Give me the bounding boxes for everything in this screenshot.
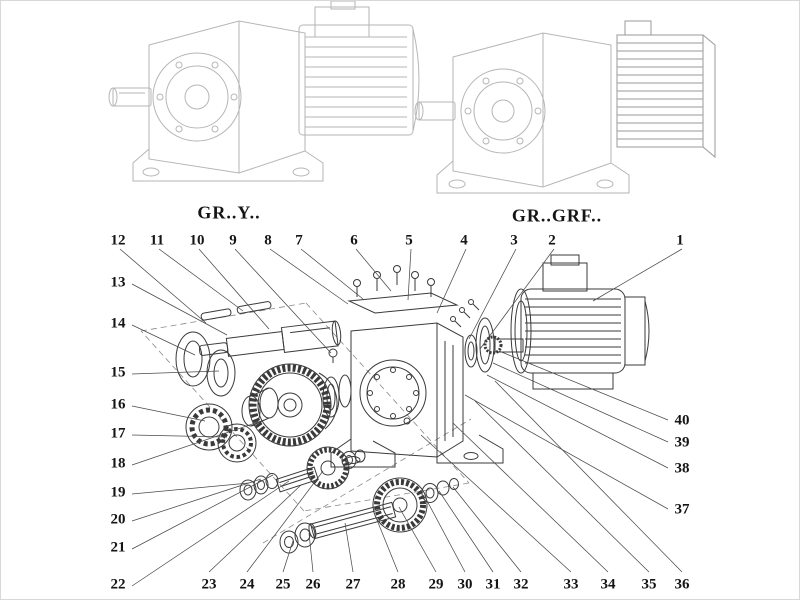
callout-number-23: 23: [201, 576, 217, 593]
leader-line-9: [234, 248, 332, 354]
leader-line-20: [131, 478, 262, 522]
callout-number-32: 32: [513, 576, 529, 593]
callout-number-33: 33: [563, 576, 579, 593]
leader-line-25: [282, 540, 294, 573]
leader-line-10: [198, 248, 270, 330]
motor-flange-parts: [450, 299, 495, 373]
callout-number-18: 18: [110, 455, 126, 472]
callout-number-2: 2: [548, 232, 556, 249]
leader-line-22: [131, 480, 290, 587]
leader-line-19: [131, 482, 250, 495]
callout-number-9: 9: [229, 232, 237, 249]
callout-number-21: 21: [110, 539, 126, 556]
leader-line-6: [355, 248, 392, 292]
leader-line-8: [269, 248, 349, 305]
leader-line-32: [452, 486, 522, 573]
variant-label-left: GR..Y..: [197, 202, 261, 223]
leader-line-29: [398, 506, 437, 573]
callout-number-37: 37: [674, 501, 690, 518]
input-shaft-and-keys: [198, 301, 342, 357]
output-shaft-assembly: [279, 477, 459, 554]
leader-line-34: [452, 422, 609, 573]
leader-line-2: [479, 248, 555, 350]
leader-line-26: [308, 532, 314, 573]
callout-number-14: 14: [110, 315, 126, 332]
leader-lines: [119, 248, 683, 587]
leader-line-4: [436, 248, 467, 314]
callout-number-10: 10: [189, 232, 205, 249]
callout-number-11: 11: [149, 232, 165, 249]
callout-number-5: 5: [405, 232, 413, 249]
callout-number-24: 24: [239, 576, 255, 593]
callout-number-12: 12: [110, 232, 126, 249]
callout-number-6: 6: [350, 232, 358, 249]
callout-number-4: 4: [460, 232, 468, 249]
leader-line-27: [344, 522, 354, 573]
callout-number-26: 26: [305, 576, 321, 593]
variant-label-right: GR..GRF..: [511, 205, 603, 226]
leader-line-14: [131, 324, 196, 356]
leader-line-1: [592, 248, 683, 302]
callout-number-34: 34: [600, 576, 616, 593]
callout-number-7: 7: [295, 232, 303, 249]
callout-number-40: 40: [674, 412, 690, 429]
callout-number-20: 20: [110, 511, 126, 528]
leader-line-39: [492, 362, 669, 443]
leader-line-17: [131, 434, 228, 438]
leader-line-18: [131, 418, 268, 466]
callout-number-27: 27: [345, 576, 361, 593]
assembled-view-gr-grf: [414, 20, 716, 194]
intermediate-pinion-parts: [239, 446, 366, 501]
leader-line-38: [486, 374, 669, 469]
assembled-view-gr-y: [108, 1, 420, 182]
callout-number-36: 36: [674, 576, 690, 593]
callout-number-25: 25: [275, 576, 291, 593]
leader-line-33: [420, 434, 572, 573]
callout-number-38: 38: [674, 460, 690, 477]
leader-line-37: [464, 394, 669, 510]
leader-line-28: [374, 514, 399, 573]
leader-line-31: [438, 490, 494, 573]
bearings: [185, 387, 279, 463]
callout-number-8: 8: [264, 232, 272, 249]
callout-number-31: 31: [485, 576, 501, 593]
callout-number-19: 19: [110, 484, 126, 501]
leader-line-21: [131, 474, 274, 550]
leader-line-35: [474, 400, 650, 573]
leader-line-23: [208, 484, 302, 573]
main-gear-wheel: [248, 363, 352, 447]
leader-line-3: [468, 248, 517, 340]
callout-number-1: 1: [676, 232, 684, 249]
leader-line-13: [131, 283, 228, 336]
electric-motor: [483, 254, 650, 390]
callout-number-35: 35: [641, 576, 657, 593]
leader-line-16: [131, 405, 206, 422]
callout-number-17: 17: [110, 425, 126, 442]
leader-line-7: [300, 248, 364, 300]
leader-line-30: [424, 496, 466, 573]
leader-line-12: [119, 248, 207, 324]
callout-number-13: 13: [110, 274, 126, 291]
leader-line-40: [498, 350, 669, 421]
callout-number-28: 28: [390, 576, 406, 593]
leader-line-36: [494, 380, 683, 573]
leader-line-5: [407, 248, 412, 301]
callout-number-30: 30: [457, 576, 473, 593]
leader-line-15: [131, 370, 220, 375]
seal-and-washers: [175, 331, 236, 397]
gearbox-housing: [328, 265, 504, 468]
callout-number-16: 16: [110, 396, 126, 413]
finned-motor-block: [616, 20, 716, 159]
callout-number-39: 39: [674, 434, 690, 451]
callout-number-15: 15: [110, 364, 126, 381]
leader-line-24: [246, 470, 324, 573]
callout-number-29: 29: [428, 576, 444, 593]
leader-line-11: [158, 248, 244, 312]
callout-number-3: 3: [510, 232, 518, 249]
callout-number-22: 22: [110, 576, 126, 593]
